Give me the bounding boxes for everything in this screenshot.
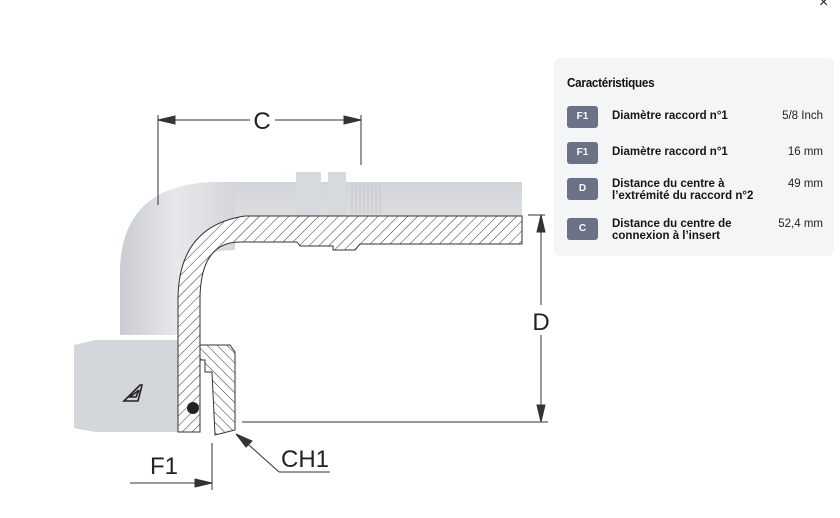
- characteristics-panel: Caractéristiques F1 Diamètre raccord n°1…: [554, 58, 834, 256]
- characteristic-label: Distance du centre à l’extrémité du racc…: [612, 178, 754, 202]
- hex-nut: [74, 340, 200, 432]
- dimension-label-ch1: CH1: [281, 446, 329, 473]
- dimension-label-f1: F1: [150, 453, 178, 480]
- characteristic-value: 5/8 Inch: [782, 110, 823, 122]
- characteristic-value: 16 mm: [787, 146, 823, 158]
- characteristic-value: 52,4 mm: [778, 218, 823, 230]
- characteristic-value: 49 mm: [787, 178, 823, 190]
- dimension-badge: D: [567, 178, 598, 200]
- close-icon[interactable]: ×: [819, 0, 829, 11]
- characteristic-label: Distance du centre de connexion à l’inse…: [612, 218, 732, 242]
- characteristic-label: Diamètre raccord n°1: [612, 110, 728, 122]
- panel-title: Caractéristiques: [567, 75, 655, 90]
- dimension-badge: F1: [567, 106, 598, 128]
- dimension-badge: F1: [567, 142, 598, 164]
- dimension-label-c: C: [253, 108, 270, 135]
- brand-logo-icon: [122, 384, 144, 402]
- dimension-badge: C: [567, 218, 598, 240]
- dimension-label-d: D: [532, 309, 549, 336]
- characteristic-label: Diamètre raccord n°1: [612, 146, 728, 158]
